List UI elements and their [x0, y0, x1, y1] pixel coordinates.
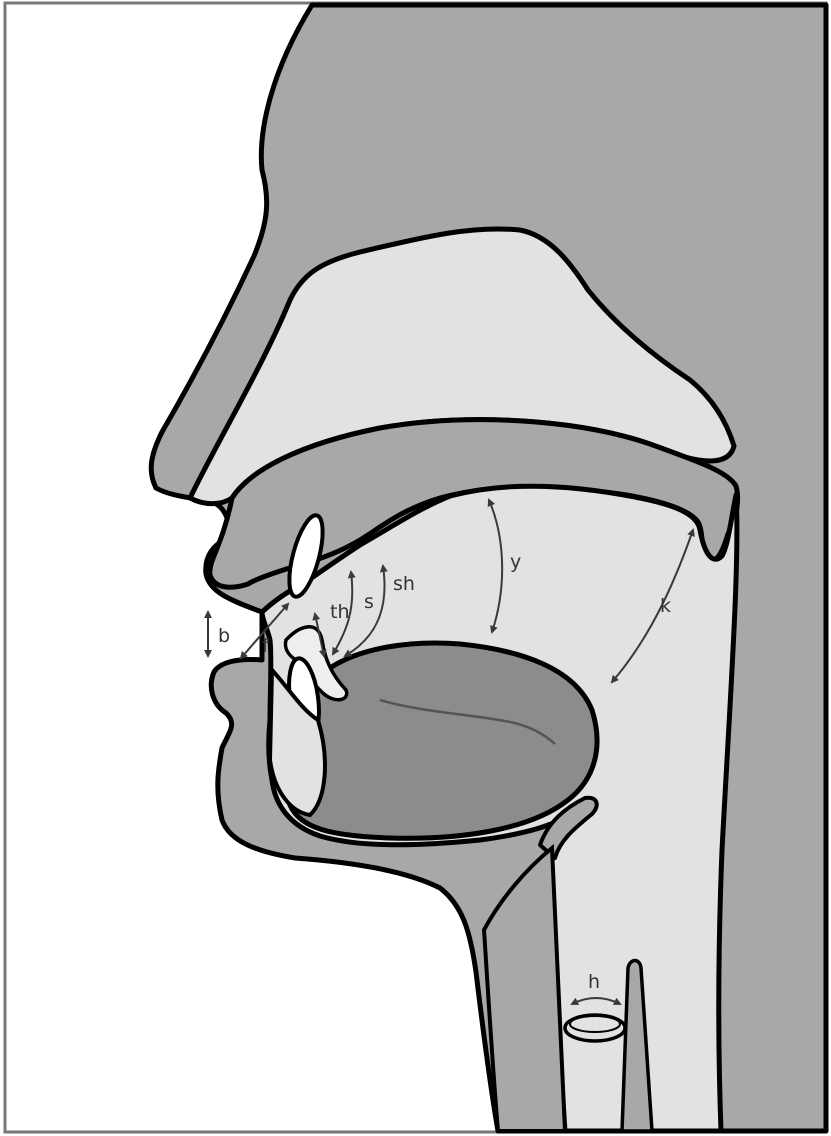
- label-y: y: [510, 551, 521, 573]
- label-s: s: [364, 591, 374, 613]
- label-th: th: [330, 601, 350, 623]
- label-h: h: [588, 971, 600, 993]
- label-k: k: [660, 595, 671, 617]
- label-sh: sh: [393, 573, 415, 595]
- label-b: b: [218, 625, 230, 647]
